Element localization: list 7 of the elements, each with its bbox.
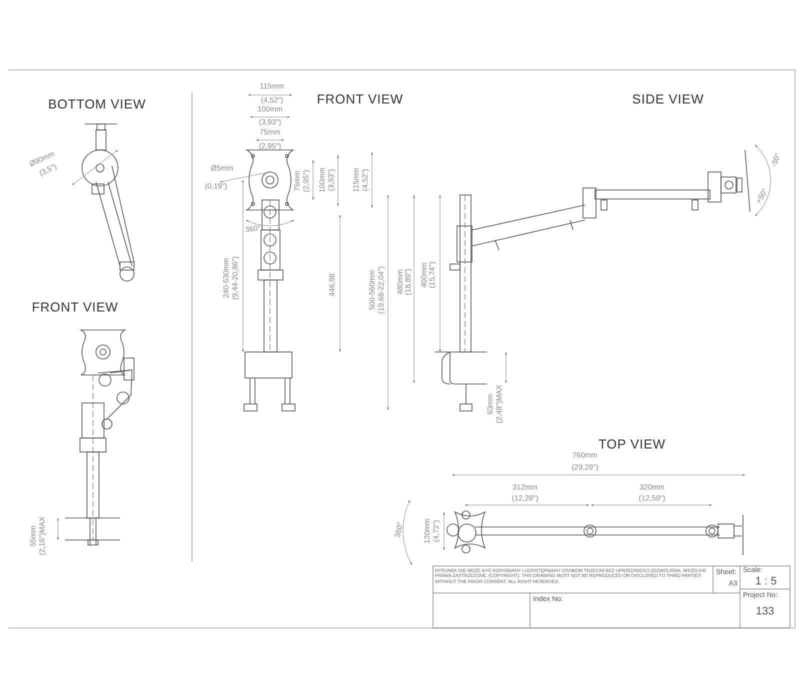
view-title: BOTTOM VIEW bbox=[48, 98, 146, 110]
view-title: TOP VIEW bbox=[598, 438, 666, 450]
view-title: FRONT VIEW bbox=[32, 300, 118, 314]
view-title: FRONT VIEW bbox=[316, 92, 404, 106]
view-title: SIDE VIEW bbox=[632, 92, 704, 106]
field-value: 1 : 5 bbox=[755, 576, 777, 588]
field-value: 133 bbox=[756, 606, 774, 618]
